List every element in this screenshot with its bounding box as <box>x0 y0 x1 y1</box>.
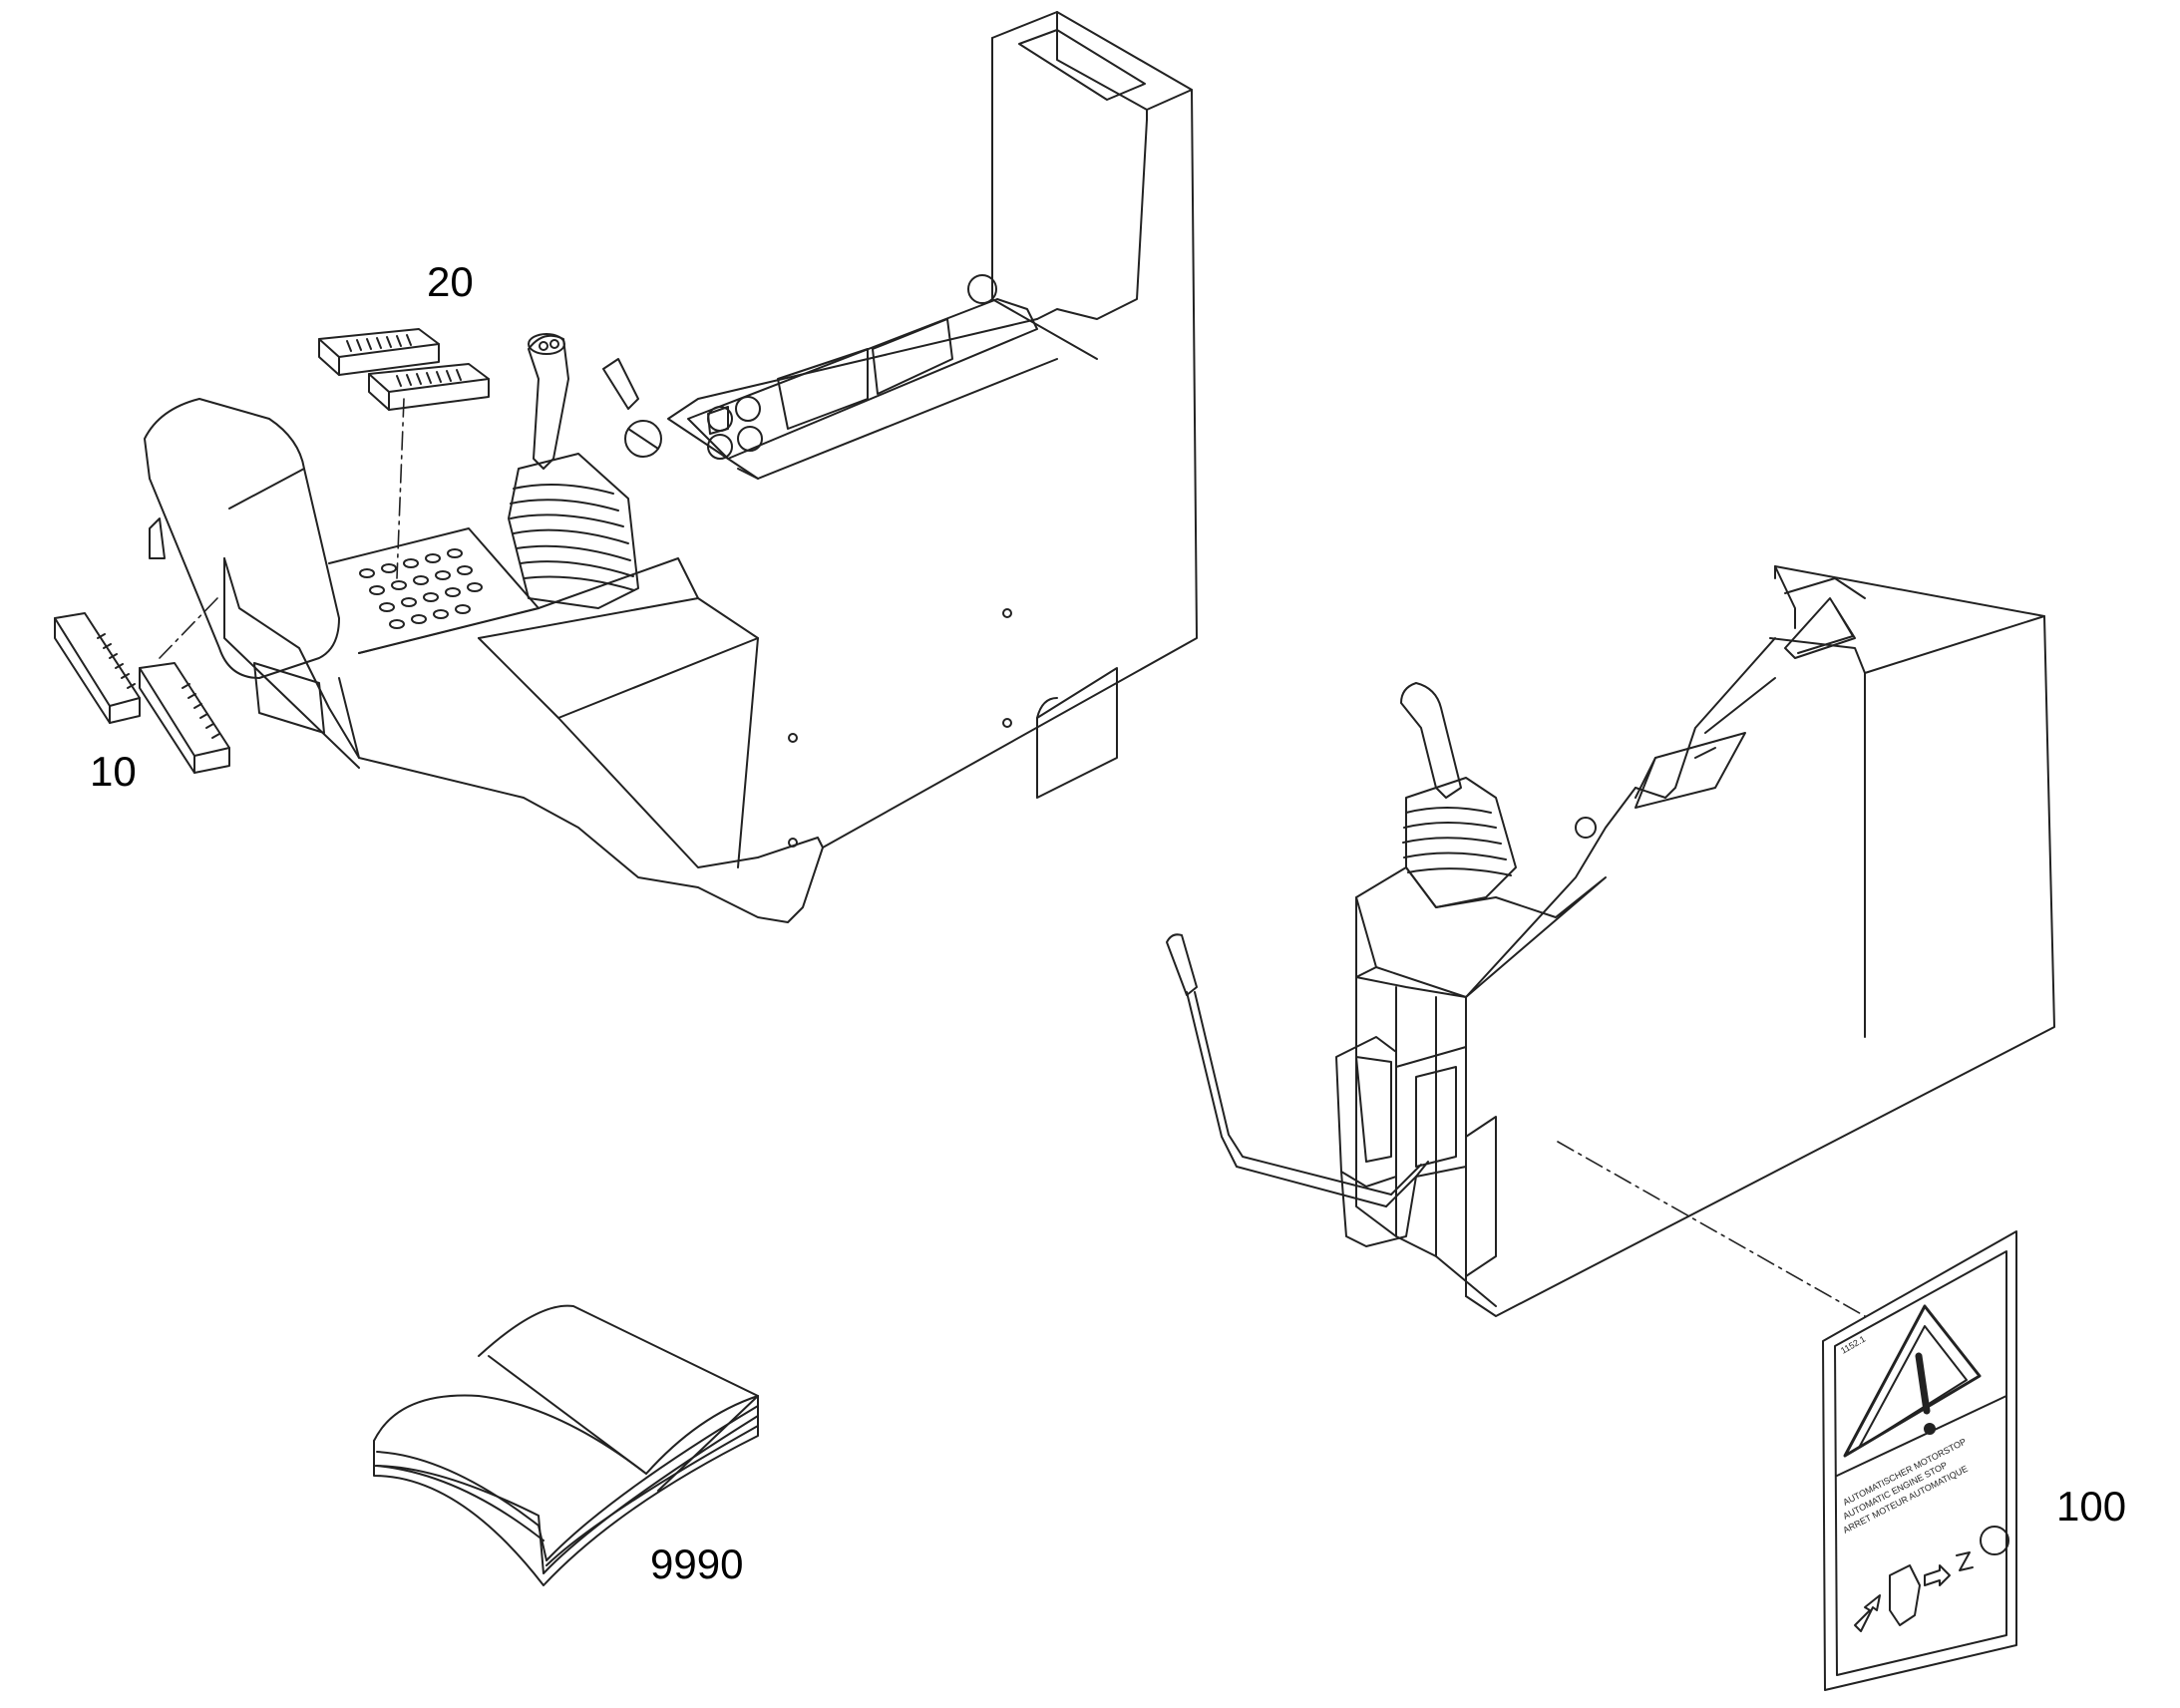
right-console <box>1166 565 2055 1317</box>
warning-decal <box>1822 1230 2017 1691</box>
leader-lines <box>159 398 1866 1317</box>
callout-20: 20 <box>427 258 474 305</box>
callout-100: 100 <box>2056 1483 2127 1530</box>
left-console <box>144 11 1198 923</box>
part-20-strips <box>318 328 490 411</box>
part-10-pads <box>54 612 230 774</box>
callout-9990: 9990 <box>650 1540 744 1587</box>
manual-book <box>373 1304 759 1586</box>
callout-10: 10 <box>90 748 137 795</box>
